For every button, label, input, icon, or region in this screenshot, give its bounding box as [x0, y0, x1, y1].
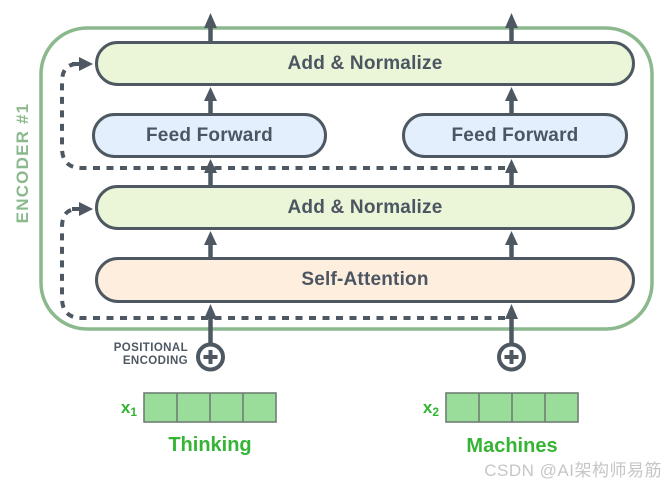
block-add-normalize-mid: Add & Normalize [95, 185, 635, 230]
arrow-up-icon [204, 159, 217, 185]
residual-dashed-path-lower [60, 207, 505, 320]
block-self-attention: Self-Attention [95, 257, 635, 303]
encoder-border [39, 26, 654, 331]
block-feed-forward-right: Feed Forward [402, 113, 628, 158]
residual-arrowhead-lower-icon [79, 202, 93, 216]
flow-arrows [204, 13, 518, 344]
block-add-normalize-top: Add & Normalize [95, 41, 635, 86]
circle-plus-icon [497, 342, 526, 372]
arrow-up-icon [204, 304, 217, 344]
circle-plus-icon [196, 342, 225, 372]
encoder-title: ENCODER #1 [13, 102, 32, 224]
input-vector-x2 [445, 392, 579, 423]
subscript: 1 [130, 405, 137, 419]
input-symbol-x2: x2 [422, 398, 439, 419]
arrow-up-icon [505, 159, 518, 185]
block-feed-forward-left: Feed Forward [92, 113, 327, 158]
arrow-up-icon [204, 87, 217, 113]
input-word-machines: Machines [466, 435, 558, 457]
block-label: Add & Normalize [287, 52, 443, 74]
residual-dashed-path-upper [60, 62, 505, 170]
arrow-up-icon [505, 87, 518, 113]
input-symbol-x1: x1 [120, 398, 137, 419]
positional-encoding-line2: ENCODING [122, 354, 188, 367]
positional-encoding-label: POSITIONAL ENCODING [60, 342, 188, 367]
watermark-text: CSDN @AI架构师易筋 [484, 461, 662, 480]
input-vector-x1 [143, 392, 277, 423]
input-word-thinking: Thinking [168, 434, 252, 456]
block-label: Self-Attention [301, 269, 429, 290]
arrow-up-icon [505, 231, 518, 257]
block-label: Feed Forward [146, 124, 273, 146]
block-label: Add & Normalize [287, 196, 443, 218]
positional-encoding-line1: POSITIONAL [113, 342, 188, 354]
residual-arrowhead-upper-icon [79, 57, 93, 71]
arrow-up-icon [204, 231, 217, 257]
arrow-up-icon [505, 13, 518, 41]
subscript: 2 [432, 405, 439, 419]
arrow-up-icon [505, 304, 518, 344]
arrow-up-icon [204, 13, 217, 41]
block-label: Feed Forward [451, 124, 579, 146]
